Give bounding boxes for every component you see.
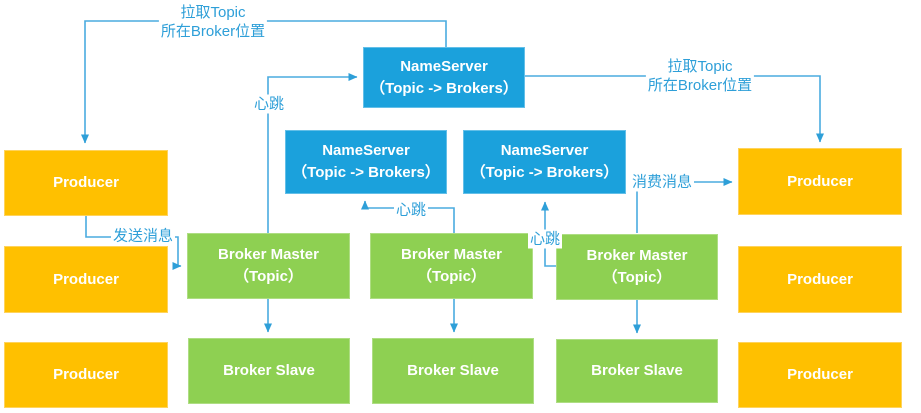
broker-master-2-subtitle: （Topic） <box>417 268 486 285</box>
nameserver-1-title: NameServer <box>400 57 488 75</box>
edge-label-heartbeat-2: 心跳 <box>393 200 429 220</box>
producer-right-1-label: Producer <box>787 172 853 190</box>
broker-master-1-box: Broker Master （Topic） <box>187 233 350 299</box>
producer-left-1-label: Producer <box>53 174 119 192</box>
edge-label-heartbeat-1: 心跳 <box>251 94 287 114</box>
broker-slave-3-label: Broker Slave <box>591 362 683 380</box>
broker-slave-2-label: Broker Slave <box>407 362 499 380</box>
broker-master-1-subtitle: （Topic） <box>234 268 303 285</box>
nameserver-3-subtitle: （Topic -> Brokers） <box>470 164 619 181</box>
pull-topic-left-line2: 所在Broker位置 <box>160 23 266 40</box>
producer-right-3-label: Producer <box>787 366 853 384</box>
nameserver-1-subtitle: （Topic -> Brokers） <box>370 79 518 97</box>
producer-left-2-label: Producer <box>53 270 119 288</box>
nameserver-2-box: NameServer （Topic -> Brokers） <box>285 130 447 194</box>
nameserver-3-title: NameServer <box>500 142 589 160</box>
broker-master-1-title: Broker Master <box>218 246 319 264</box>
nameserver-3-box: NameServer （Topic -> Brokers） <box>463 130 626 194</box>
producer-left-1-box: Producer <box>4 150 168 216</box>
producer-left-3-box: Producer <box>4 342 168 408</box>
broker-master-3-box: Broker Master （Topic） <box>556 234 718 300</box>
producer-right-1-box: Producer <box>738 148 902 215</box>
broker-slave-2-box: Broker Slave <box>372 338 534 404</box>
broker-master-2-box: Broker Master （Topic） <box>370 233 533 299</box>
broker-master-3-subtitle: （Topic） <box>602 269 672 286</box>
pull-topic-right-line1: 拉取Topic <box>667 58 733 75</box>
nameserver-2-subtitle: （Topic -> Brokers） <box>292 164 440 181</box>
pull-topic-right-line2: 所在Broker位置 <box>647 77 753 94</box>
pull-topic-left-line1: 拉取Topic <box>180 4 246 21</box>
edge-label-consume-message: 消费消息 <box>629 172 695 192</box>
broker-slave-3-box: Broker Slave <box>556 339 718 403</box>
producer-left-2-box: Producer <box>4 246 168 313</box>
broker-slave-1-label: Broker Slave <box>223 362 315 380</box>
edge-label-heartbeat-3: 心跳 <box>527 229 563 249</box>
nameserver-2-title: NameServer <box>322 142 410 160</box>
producer-left-3-label: Producer <box>53 366 119 384</box>
nameserver-1-box: NameServer （Topic -> Brokers） <box>363 47 525 108</box>
edge-label-send-message: 发送消息 <box>110 226 176 246</box>
broker-master-3-title: Broker Master <box>586 247 688 265</box>
producer-right-3-box: Producer <box>738 342 902 408</box>
broker-master-2-title: Broker Master <box>401 246 502 264</box>
producer-right-2-box: Producer <box>738 246 902 313</box>
edge-label-pull-topic-right: 拉取Topic 所在Broker位置 <box>645 57 755 95</box>
producer-right-2-label: Producer <box>787 270 853 288</box>
edge-label-pull-topic-left: 拉取Topic 所在Broker位置 <box>158 3 268 41</box>
broker-slave-1-box: Broker Slave <box>188 338 350 404</box>
